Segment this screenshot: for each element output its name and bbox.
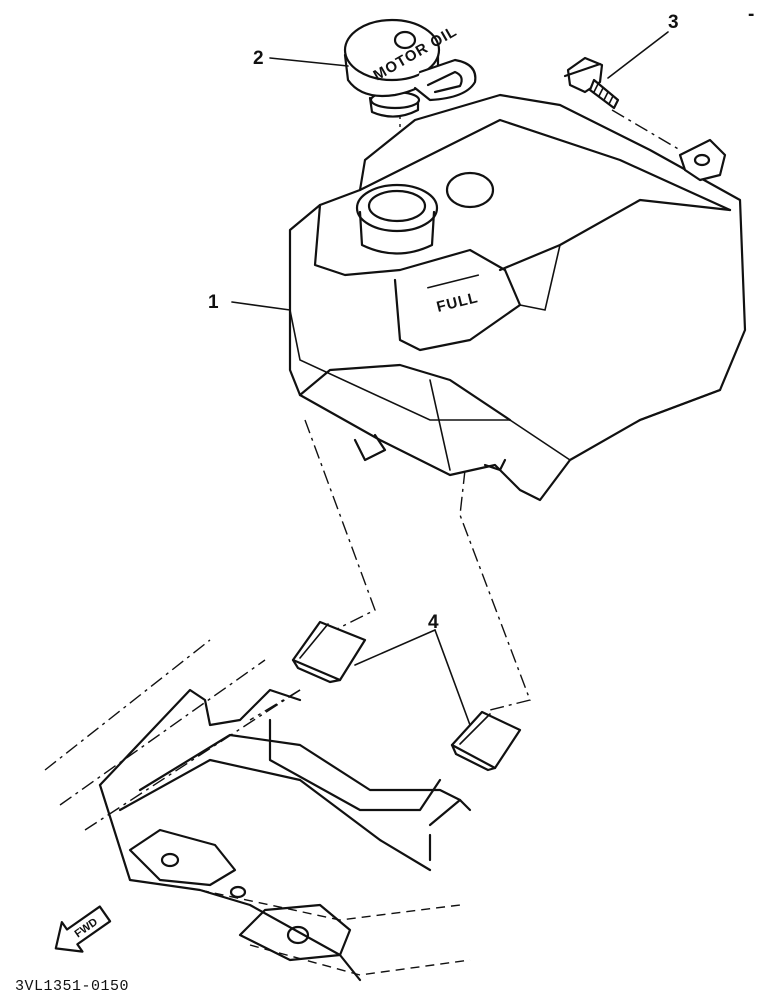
damper-upper	[291, 620, 367, 684]
frame-bracket	[44, 639, 472, 982]
mounting-bolt	[563, 56, 620, 110]
damper-lower	[450, 710, 522, 772]
forward-direction-arrow: FWD	[54, 905, 112, 953]
callout-1: 1	[208, 292, 219, 313]
callout-leaders	[231, 31, 669, 726]
callout-4: 4	[428, 612, 439, 633]
oil-tank: FULL	[288, 93, 747, 502]
callout-3: 3	[668, 12, 679, 33]
filler-cap: MOTOR OIL	[343, 18, 477, 118]
corner-mark: -	[748, 4, 754, 25]
callout-2: 2	[253, 48, 264, 69]
drawing-code: 3VL1351-0150	[15, 978, 129, 995]
